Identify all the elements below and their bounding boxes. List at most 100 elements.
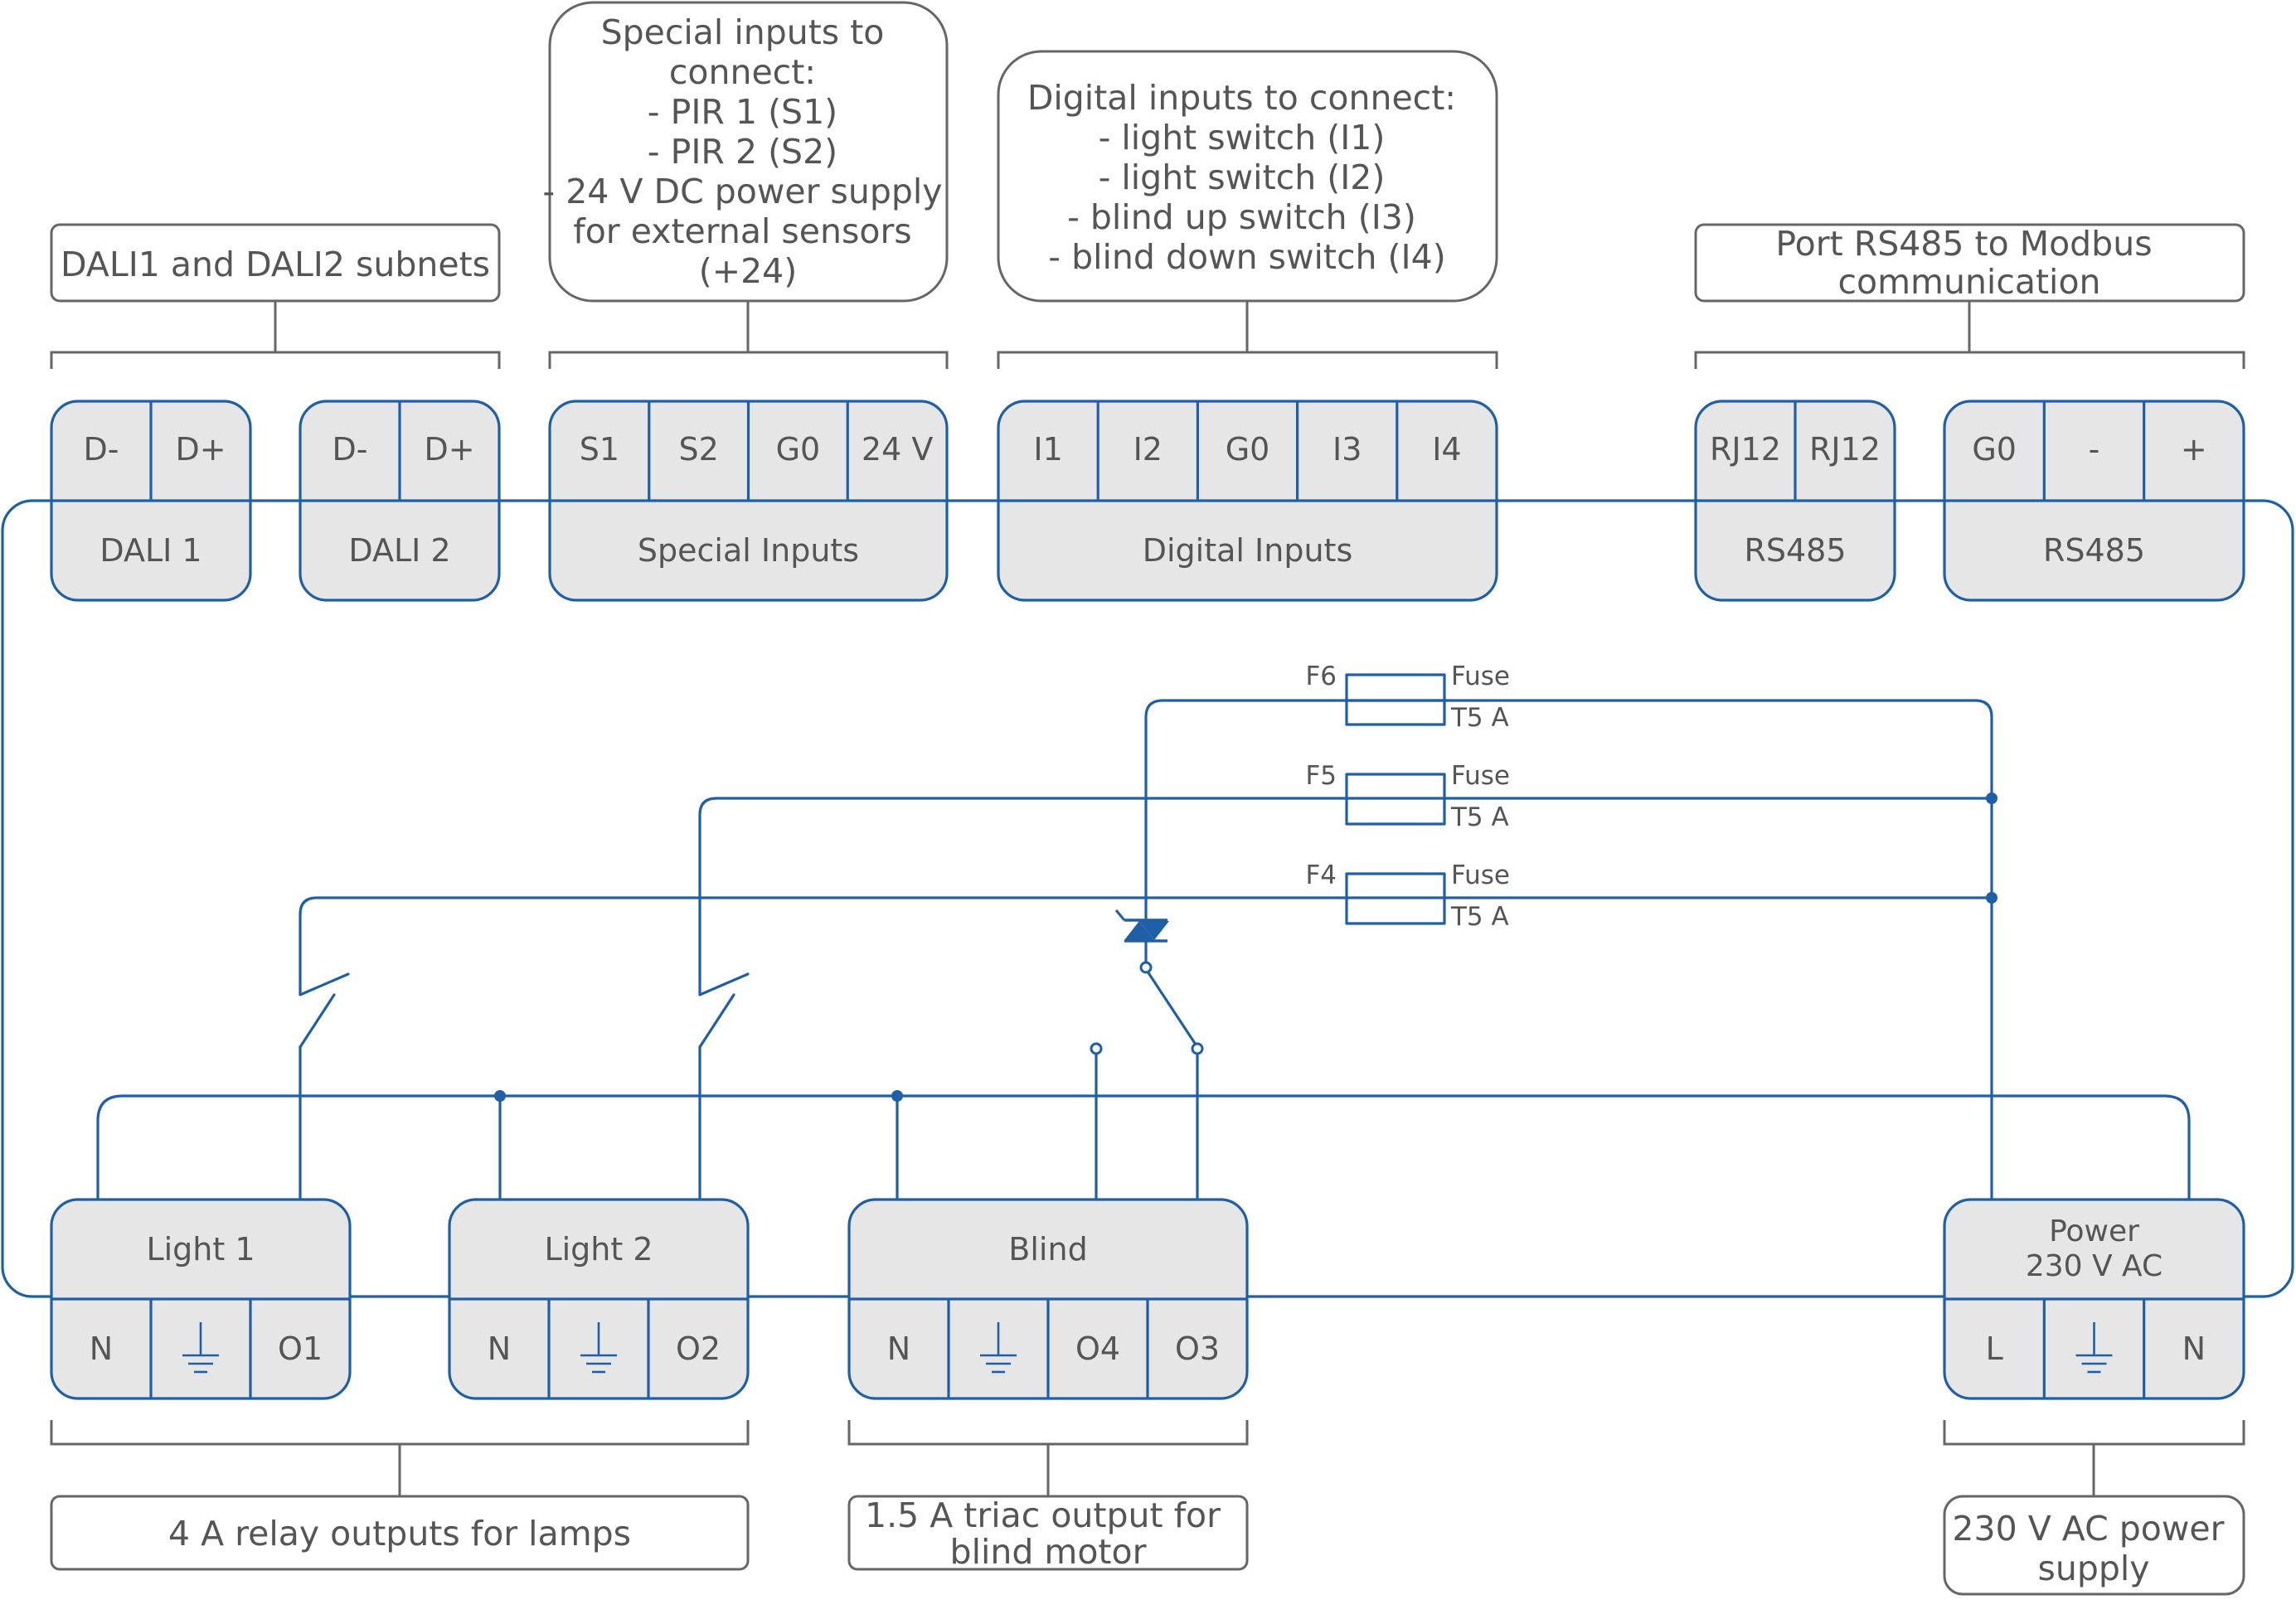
- annotation-line: 4 A relay outputs for lamps: [168, 1514, 631, 1554]
- annotation-line: Port RS485 to Modbus: [1775, 224, 2152, 264]
- pin-label: O4: [1075, 1331, 1120, 1367]
- annotation-line: communication: [1837, 262, 2100, 302]
- pin-label: D-: [84, 431, 119, 468]
- pin-label: G0: [1972, 431, 2017, 468]
- annotation-line: - 24 V DC power supply: [542, 172, 942, 211]
- annotation-line: connect:: [669, 52, 816, 92]
- fuse-id: F4: [1305, 860, 1337, 890]
- fuse-f5: F5 Fuse T5 A: [1305, 761, 1510, 832]
- pin-label: I1: [1033, 431, 1062, 468]
- annotation-triac-output: 1.5 A triac output for blind motor: [847, 1495, 1249, 1572]
- fuse-f6: F6 Fuse T5 A: [1305, 662, 1510, 733]
- svg-text:DALI1 and DALI2 subnets: DALI1 and DALI2 subnets: [61, 245, 490, 284]
- brackets: [50, 301, 2245, 1496]
- pin-label: 24 V: [862, 431, 933, 468]
- annotation-line: (+24): [699, 251, 798, 291]
- internal-wiring: [96, 699, 2191, 1201]
- annotation-special-inputs: Special inputs to connect: - PIR 1 (S1) …: [542, 1, 953, 303]
- pin-label: D+: [424, 431, 474, 468]
- pin-label: I4: [1432, 431, 1461, 468]
- fuse-id: F6: [1305, 662, 1337, 691]
- ground-icon: [580, 1322, 617, 1374]
- fuse-id: F5: [1305, 761, 1337, 791]
- annotation-line: for external sensors: [573, 211, 911, 251]
- fuse-f4: F4 Fuse T5 A: [1305, 860, 1510, 932]
- svg-text:Port RS485 to Modbus com: Port RS485 to Modbus communication: [1775, 224, 2163, 302]
- svg-text:Special inputs to connec: Special inputs to connect: - PIR 1 (S1) …: [542, 12, 953, 291]
- pin-label: N: [2182, 1331, 2206, 1367]
- terminal-block-dali-1: D- D+ DALI 1: [50, 400, 252, 602]
- top-terminal-blocks: D- D+ DALI 1 D- D+ DALI 2 S1 S2 G0 24 V Special In…: [50, 400, 2245, 602]
- pin-label: G0: [1226, 431, 1270, 468]
- block-title: RS485: [1744, 532, 1846, 569]
- terminal-block-blind: N O4 O3 Blind: [847, 1198, 1249, 1400]
- block-title: Blind: [1008, 1231, 1087, 1268]
- annotation-line: Digital inputs to connect:: [1027, 78, 1456, 118]
- annotation-line: - PIR 2 (S2): [648, 132, 837, 172]
- pin-label: D-: [333, 431, 368, 468]
- pin-label: O1: [278, 1331, 323, 1367]
- pin-label: -: [2089, 431, 2100, 468]
- annotation-line: supply: [2037, 1549, 2149, 1588]
- pin-label: RJ12: [1809, 431, 1881, 468]
- fuse-rating: T5 A: [1450, 703, 1509, 733]
- annotation-dali: DALI1 and DALI2 subnets: [50, 223, 501, 303]
- pin-label: O2: [676, 1331, 721, 1367]
- block-title: Light 1: [146, 1231, 255, 1268]
- fuse-type: Fuse: [1451, 761, 1510, 791]
- pin-label: D+: [175, 431, 226, 468]
- fuse-type: Fuse: [1451, 860, 1510, 890]
- block-title: Light 2: [544, 1231, 653, 1268]
- block-title: DALI 2: [348, 532, 450, 569]
- pin-label: S2: [678, 431, 718, 468]
- terminal-block-rs485: G0 - + RS485: [1943, 400, 2245, 602]
- pin-label: N: [90, 1331, 113, 1367]
- annotation-line: 230 V AC power: [1952, 1509, 2224, 1549]
- pin-label: +: [2181, 431, 2207, 468]
- terminal-block-dali-2: D- D+ DALI 2: [299, 400, 501, 602]
- annotation-line: - blind down switch (I4): [1048, 237, 1445, 277]
- ground-icon: [980, 1322, 1017, 1374]
- pin-label: I2: [1133, 431, 1163, 468]
- pin-label: S1: [580, 431, 619, 468]
- annotation-power-supply: 230 V AC power supply: [1943, 1495, 2245, 1596]
- ground-icon: [182, 1322, 219, 1374]
- terminal-block-light-1: N O1 Light 1: [50, 1198, 352, 1400]
- annotation-rs485: Port RS485 to Modbus communication: [1694, 223, 2245, 303]
- annotation-line: 1.5 A triac output for: [865, 1495, 1221, 1535]
- annotation-line: - light switch (I1): [1099, 118, 1386, 158]
- triac-symbol: [1114, 909, 1169, 943]
- block-title: RS485: [2043, 532, 2145, 569]
- pin-label: RJ12: [1710, 431, 1781, 468]
- ground-icon: [2075, 1322, 2113, 1374]
- svg-text:230 V AC power supply: 230 V AC power supply: [1952, 1509, 2235, 1588]
- svg-text:1.5 A triac output for b: 1.5 A triac output for blind motor: [865, 1495, 1231, 1572]
- pin-label: N: [488, 1331, 511, 1367]
- block-title: Special Inputs: [638, 532, 859, 569]
- pin-label: L: [1986, 1331, 2003, 1367]
- pin-label: I3: [1332, 431, 1362, 468]
- fuse-rating: T5 A: [1450, 902, 1509, 932]
- fuse-rating: T5 A: [1450, 802, 1509, 832]
- svg-text:4 A relay outputs for lamps: 4 A relay outputs for lamps: [168, 1514, 631, 1554]
- annotation-line: Special inputs to: [601, 12, 885, 52]
- terminal-block-light-2: N O2 Light 2: [448, 1198, 750, 1400]
- annotation-line: - light switch (I2): [1099, 158, 1386, 197]
- terminal-block-special-inputs: S1 S2 G0 24 V Special Inputs: [548, 400, 949, 602]
- annotation-line: - PIR 1 (S1): [648, 92, 837, 132]
- fuse-type: Fuse: [1451, 662, 1510, 691]
- pin-label: G0: [776, 431, 821, 468]
- svg-text:Digital inputs to connect:: Digital inputs to connect: - light switc…: [1027, 78, 1467, 277]
- block-title: DALI 1: [100, 532, 201, 569]
- pin-label: N: [887, 1331, 910, 1367]
- annotation-line: - blind up switch (I3): [1067, 197, 1416, 237]
- annotation-digital-inputs: Digital inputs to connect: - light switc…: [997, 50, 1498, 303]
- annotation-line: blind motor: [950, 1532, 1147, 1572]
- pin-label: O3: [1175, 1331, 1220, 1367]
